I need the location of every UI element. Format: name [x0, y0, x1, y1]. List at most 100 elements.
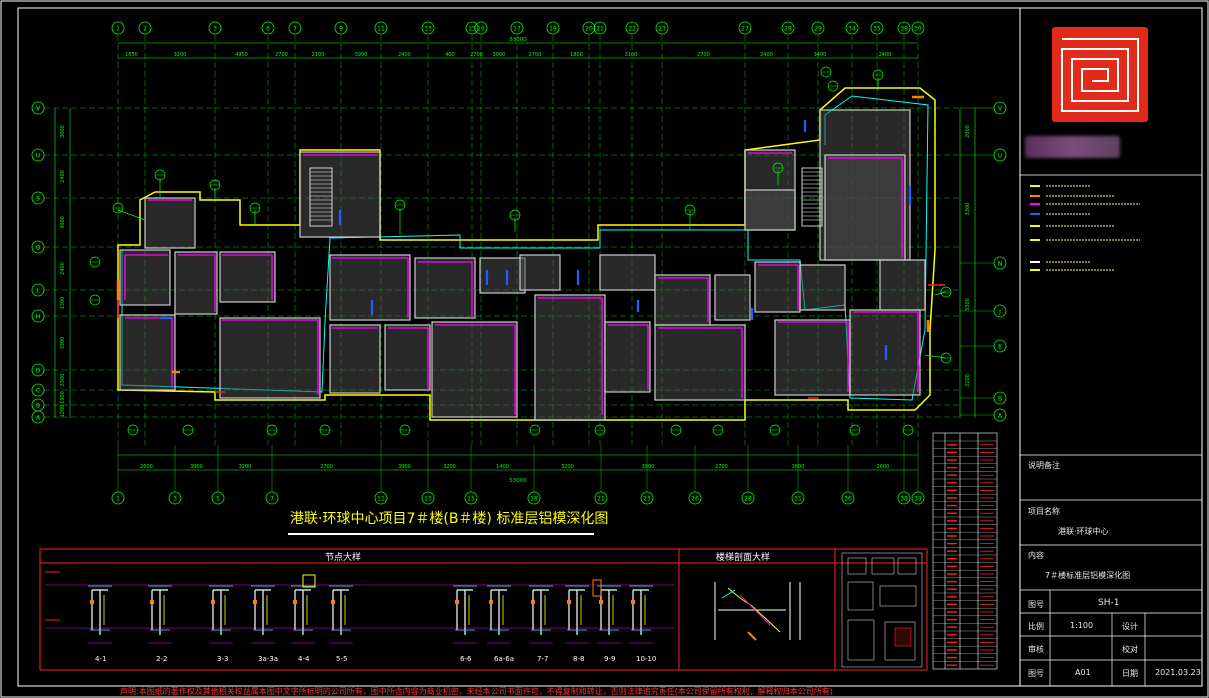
axis-bubble-label: 15: [467, 496, 475, 503]
dimension-label: 3200: [561, 464, 574, 470]
dimension-label: 2400: [760, 52, 773, 58]
axis-bubble-label: D: [36, 368, 41, 375]
dimension-label: 2200: [965, 374, 971, 387]
axis-bubble: [527, 491, 541, 505]
axis-bubble: [993, 101, 1007, 115]
detail-label: 3-3: [217, 655, 229, 663]
copyright-statement: 声明:本图纸的著作权及其他相关权益属本图中文字所标明的公司所有，图中所含内容为商…: [120, 687, 833, 696]
dimension-label: 2700: [320, 464, 333, 470]
detail-formwork: [529, 585, 553, 631]
axis-bubble: [31, 283, 45, 297]
stair-section-title: 楼梯剖面大样: [716, 553, 771, 563]
axis-bubble: [334, 21, 348, 35]
detail-anchor: [531, 600, 535, 604]
size-value: A01: [1075, 668, 1091, 677]
dimension-label: 2700: [470, 52, 483, 58]
axis-bubble: [993, 391, 1007, 405]
axis-bubble-label: L: [36, 288, 40, 295]
axis-bubble-label: 6: [266, 26, 270, 33]
axis-bubble-label: 18: [530, 496, 538, 503]
axis-bubble-label: S: [36, 196, 40, 203]
axis-bubble: [31, 410, 45, 424]
design-label: 设计: [1122, 622, 1138, 631]
axis-bubble: [625, 21, 639, 35]
axis-bubble-label: 2: [143, 26, 147, 33]
dimension-label: 1400: [496, 464, 509, 470]
detail-wall: [151, 589, 168, 635]
dimension-label: 2400: [398, 52, 411, 58]
axis-bubble: [811, 21, 825, 35]
axis-bubble-label: 11: [377, 26, 385, 33]
callout-markers: [89, 66, 952, 436]
axis-bubble: [211, 491, 225, 505]
title-block-frame: [1019, 7, 1203, 687]
axis-bubble: [741, 491, 755, 505]
dimension-label: 2400: [60, 170, 66, 183]
dimension-label: 3400: [814, 52, 827, 58]
vertical-axis-lines: [117, 35, 919, 492]
detail-guide-lines: [45, 584, 675, 629]
axis-bubble-label: 21: [597, 496, 605, 503]
review-label: 审核: [1028, 645, 1044, 654]
content-value: 7＃楼标准层铝模深化图: [1045, 571, 1131, 580]
detail-wall: [91, 589, 108, 635]
dimension-total: 53000: [509, 478, 527, 484]
building-plan: [89, 66, 952, 436]
stair-section-sketch: [714, 582, 801, 641]
axis-bubble: [993, 304, 1007, 318]
axis-bubble: [582, 21, 596, 35]
detail-wall: [632, 589, 649, 635]
detail-label: 6-6: [460, 655, 472, 663]
detail-anchor: [599, 600, 603, 604]
axis-bubble-label: 3: [213, 26, 217, 33]
detail-anchor: [90, 600, 94, 604]
dimension-label: 2400: [60, 262, 66, 275]
detail-sketch: [529, 585, 553, 644]
dimension-label: 3300: [60, 337, 66, 350]
thumbnail-details: [841, 552, 923, 668]
axis-bubble-label: 26: [691, 496, 699, 503]
axis-bubble-label: B: [998, 396, 1002, 403]
blurred-company-name: [1025, 136, 1120, 158]
detail-wall: [332, 589, 349, 635]
detail-formwork: [453, 585, 477, 631]
axis-bubble-label: A: [998, 413, 1003, 420]
drawing-no-label: 图号: [1028, 600, 1044, 609]
axis-bubble-label: C: [36, 388, 40, 395]
axis-bubble-label: 22: [628, 26, 636, 33]
axis-bubble-label: Q: [36, 245, 41, 252]
detail-wall: [568, 589, 585, 635]
axis-bubble-label: 13: [424, 26, 432, 33]
axis-bubble: [897, 21, 911, 35]
axis-bubble-label: 1: [116, 496, 120, 503]
detail-wall: [532, 589, 549, 635]
axis-bubble-label: H: [36, 314, 41, 321]
axis-bubble: [111, 491, 125, 505]
dimension-label: 1800: [570, 52, 583, 58]
dimension-lines: [54, 42, 976, 471]
detail-sketch: [487, 585, 511, 644]
dimension-label: 3900: [642, 464, 655, 470]
dimension-label: 2700: [529, 52, 542, 58]
dimension-label: 2700: [275, 52, 288, 58]
axis-bubble-label: 20: [585, 26, 593, 33]
axis-bubble-label: 39: [914, 26, 922, 33]
dimension-label: 3900: [398, 464, 411, 470]
details-frame: [39, 548, 928, 671]
detail-formwork: [329, 585, 353, 631]
detail-wall: [490, 589, 507, 635]
axis-bubble: [208, 21, 222, 35]
detail-anchor: [567, 600, 571, 604]
axis-bubble-label: 31: [794, 496, 802, 503]
axis-bubble: [593, 21, 607, 35]
axis-bubble: [31, 309, 45, 323]
detail-formwork: [629, 585, 653, 631]
detail-formwork: [88, 585, 112, 631]
detail-formwork: [209, 585, 233, 631]
axis-bubble: [421, 491, 435, 505]
scale-label: 比例: [1028, 622, 1044, 631]
axis-bubble-label: 29: [814, 26, 822, 33]
axis-bubble: [374, 491, 388, 505]
